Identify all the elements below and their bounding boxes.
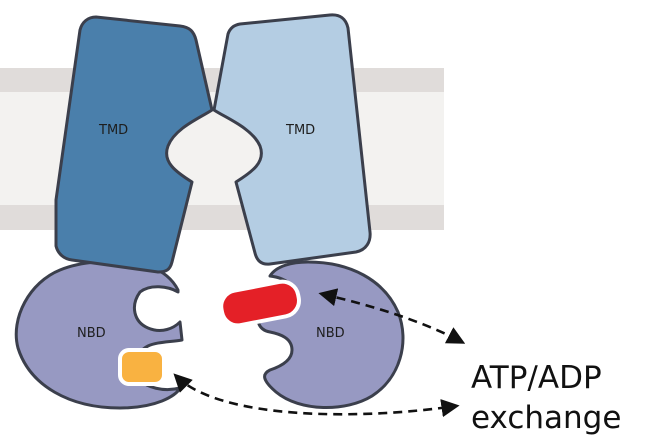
atp-molecule (219, 279, 301, 328)
adp-molecule (118, 348, 166, 386)
nbd-left-label: NBD (77, 326, 106, 341)
tmd-right (212, 13, 372, 266)
atp-exchange-arrow (318, 288, 466, 344)
tmd-right-label: TMD (285, 123, 315, 138)
tmd-left (54, 15, 214, 274)
nbd-right-label: NBD (316, 326, 345, 341)
exchange-caption-line1: ATP/ADP (471, 360, 602, 396)
tmd-left-label: TMD (98, 123, 128, 138)
adp-exchange-arrow (173, 373, 460, 418)
exchange-caption-line2: exchange (471, 400, 621, 436)
